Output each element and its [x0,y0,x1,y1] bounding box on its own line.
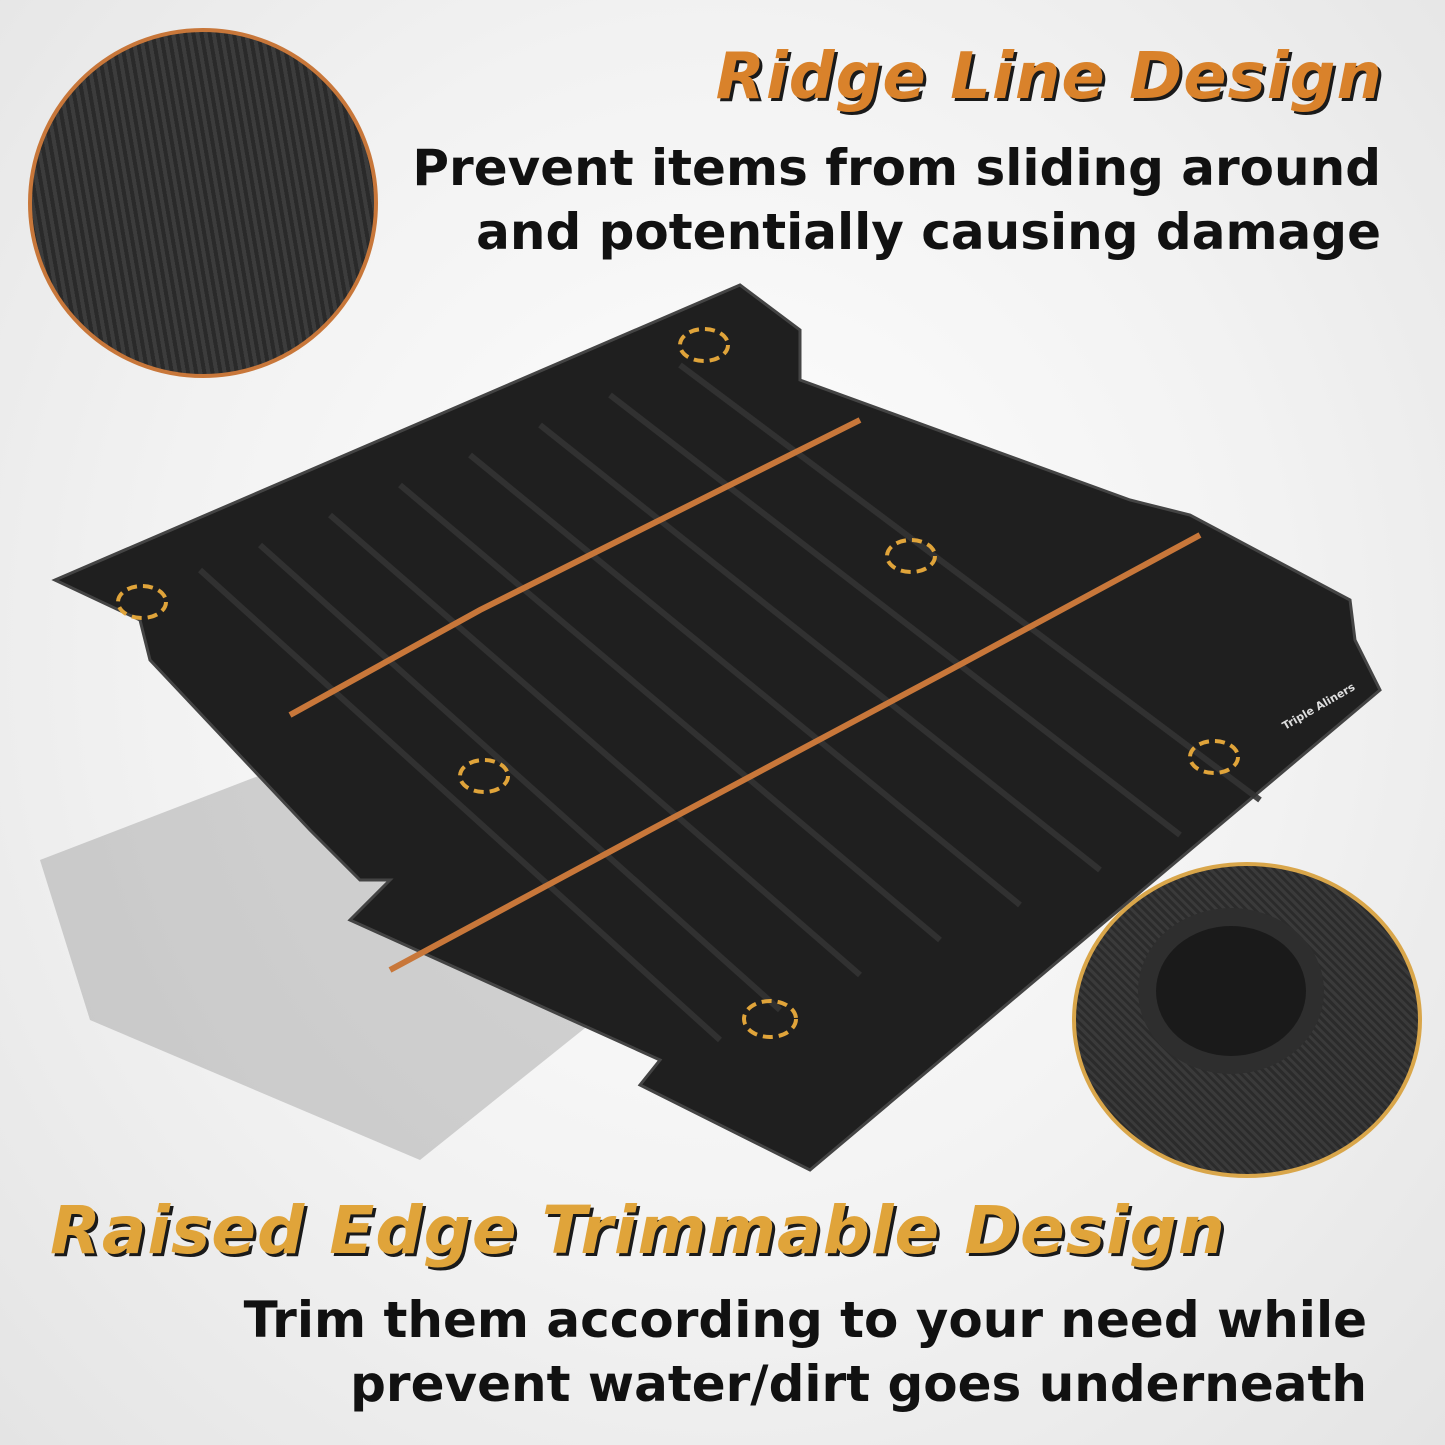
ridge-line-2 [388,532,1202,973]
tie-down-closeup [1156,926,1306,1056]
edge-description: Trim them according to your need while p… [244,1288,1367,1416]
edge-title: Raised Edge Trimmable Design [50,1192,1226,1269]
mat-shadow [40,760,620,1160]
ridge-title: Ridge Line Design [715,40,1383,114]
raised-edge-closeup-image [1072,862,1422,1178]
ridge-line-1 [288,417,862,718]
ridge-line-2-text: and potentially causing damage [476,203,1381,261]
edge-line-2-text: prevent water/dirt goes underneath [350,1355,1367,1413]
ridge-description: Prevent items from sliding around and po… [412,136,1381,264]
ridge-line-1-text: Prevent items from sliding around [412,139,1381,197]
bed-liner-mat [51,283,1382,1172]
tie-down-markers [116,327,1240,1039]
ridge-closeup-image [28,28,378,378]
edge-line-1-text: Trim them according to your need while [243,1291,1367,1349]
